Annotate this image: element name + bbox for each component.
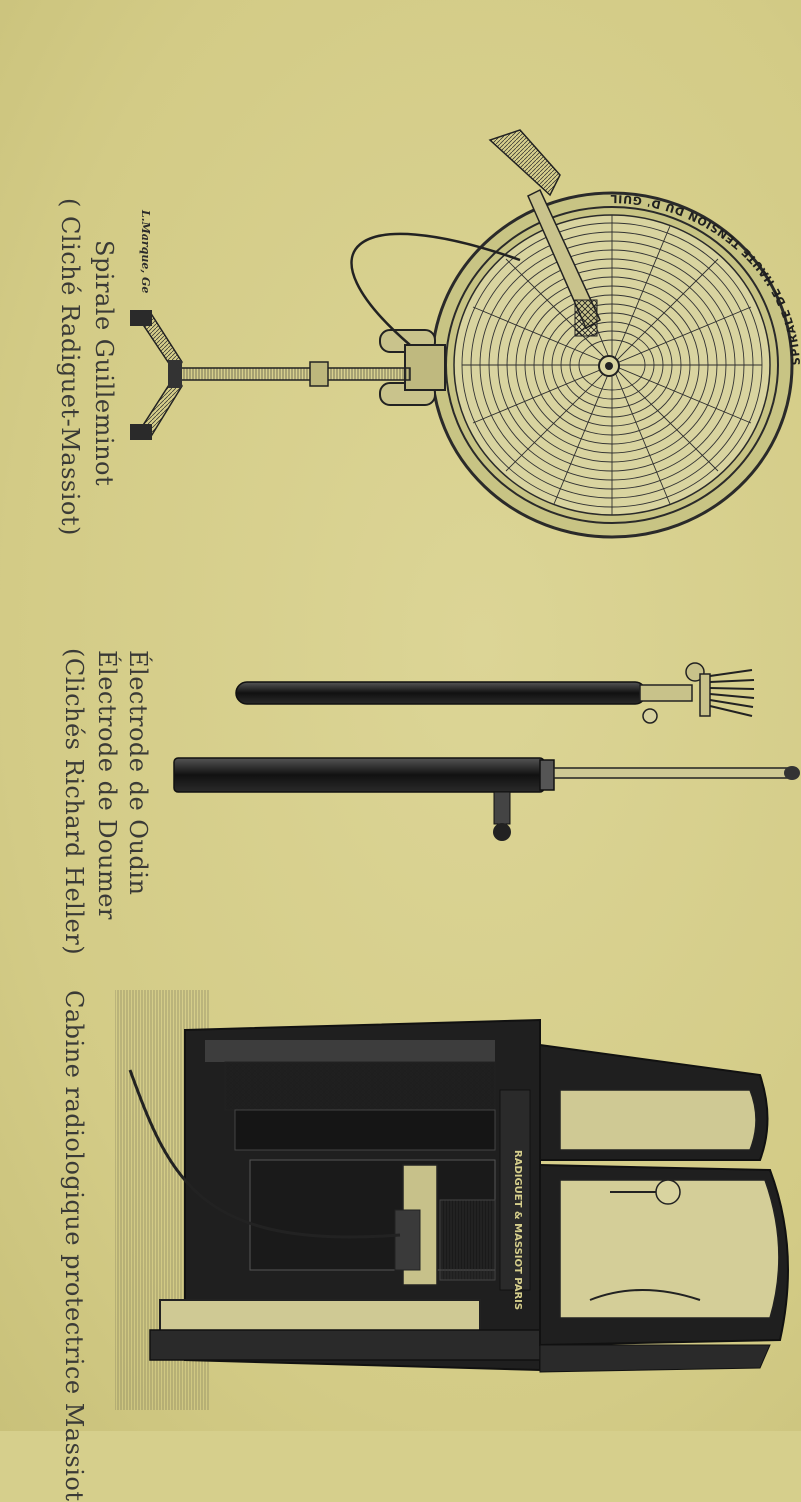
engravings: SPIRALE DE HAUTE TENSION DU D' GUILLEMIN… (0, 0, 801, 1410)
electrode-oudin-engraving (235, 662, 755, 724)
svg-text:RADIGUET & MASSIOT PARIS: RADIGUET & MASSIOT PARIS (512, 1150, 523, 1310)
electrode-doumer-engraving (173, 757, 800, 841)
cabine-massiot-engraving: RADIGUET & MASSIOT PARIS (115, 990, 789, 1410)
spirale-guilleminot-engraving: SPIRALE DE HAUTE TENSION DU D' GUILLEMIN… (0, 0, 801, 539)
